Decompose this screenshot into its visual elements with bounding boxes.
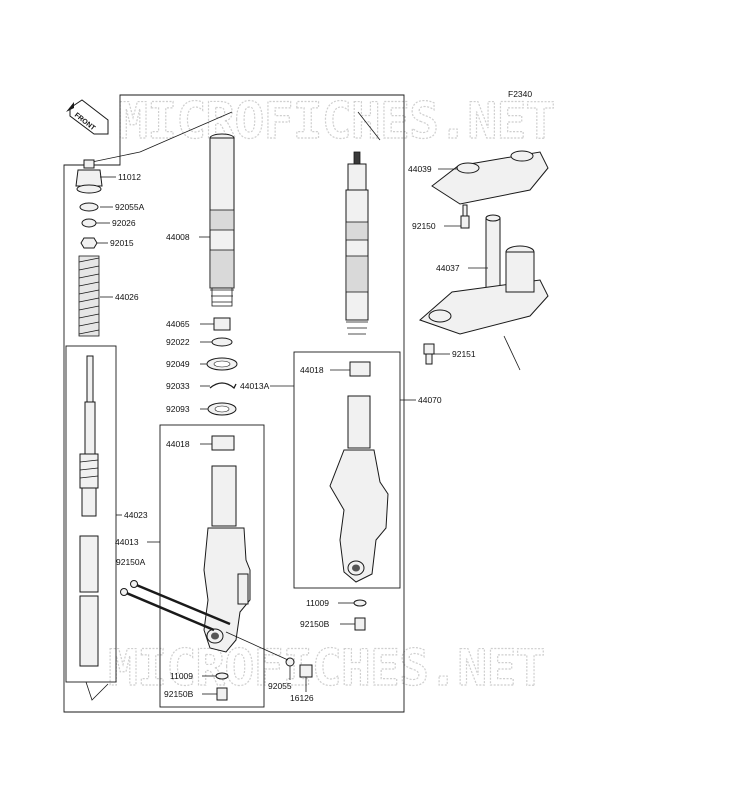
- washer-11009-right: [353, 599, 367, 607]
- damper-rod: [79, 355, 99, 667]
- part-label-92055[interactable]: 92055: [268, 681, 292, 691]
- inner-tube-right: [345, 151, 369, 335]
- part-label-92049[interactable]: 92049: [166, 359, 190, 369]
- leader: [85, 681, 109, 701]
- bolt-92150B-left: [216, 687, 228, 701]
- leader: [357, 111, 381, 141]
- watermark-top: MICROFICHES.NET: [118, 92, 555, 150]
- part-label-44013A[interactable]: 44013A: [240, 381, 270, 391]
- bolt-92150B-right: [354, 617, 366, 631]
- inner-tube-44008: [209, 133, 235, 307]
- part-label-92150A[interactable]: 92150A: [116, 557, 146, 567]
- part-label-44039[interactable]: 44039: [408, 164, 432, 174]
- leader: [91, 151, 141, 163]
- part-label-92055A[interactable]: 92055A: [115, 202, 145, 212]
- circlip-92033: [209, 382, 237, 390]
- cartridge-box: [65, 345, 117, 683]
- leader: [225, 631, 289, 661]
- part-label-44018-left[interactable]: 44018: [166, 439, 190, 449]
- washer-92026: [81, 218, 97, 228]
- part-label-92150[interactable]: 92150: [412, 221, 436, 231]
- bushing-44018-right: [349, 361, 371, 377]
- part-label-92022[interactable]: 92022: [166, 337, 190, 347]
- part-label-92093[interactable]: 92093: [166, 404, 190, 414]
- part-label-44026[interactable]: 44026: [115, 292, 139, 302]
- part-label-44037[interactable]: 44037: [436, 263, 460, 273]
- part-label-92150B-right[interactable]: 92150B: [300, 619, 330, 629]
- part-label-44023[interactable]: 44023: [124, 510, 148, 520]
- washer-11009-left: [215, 672, 229, 680]
- slider-box-44013: [159, 424, 265, 708]
- part-label-92026[interactable]: 92026: [112, 218, 136, 228]
- part-label-11012[interactable]: 11012: [118, 172, 141, 182]
- part-label-92015[interactable]: 92015: [110, 238, 134, 248]
- fork-assembly-box-44070: [293, 351, 401, 589]
- outer-slider-right: [329, 395, 389, 583]
- part-label-11009-left[interactable]: 11009: [170, 671, 193, 681]
- outer-slider-44013: [203, 435, 251, 653]
- leader: [503, 335, 521, 371]
- part-label-16126[interactable]: 16126: [290, 693, 314, 703]
- watermark-bottom: MICROFICHES.NET: [108, 639, 545, 697]
- fork-cap-bolt: [75, 159, 103, 194]
- part-label-11009-right[interactable]: 11009: [306, 598, 329, 608]
- bushing-44065: [213, 317, 231, 331]
- part-label-44070[interactable]: 44070: [418, 395, 442, 405]
- bolt-92151: [423, 343, 435, 365]
- bolts-92150A: [120, 580, 231, 632]
- o-ring-92055A: [79, 202, 99, 212]
- drain-plug-16126: [299, 664, 313, 678]
- leader-lines: [96, 168, 488, 695]
- part-label-44008[interactable]: 44008: [166, 232, 190, 242]
- assembly-outline-left: [63, 94, 405, 713]
- part-label-44018-right[interactable]: 44018: [300, 365, 324, 375]
- part-label-92151[interactable]: 92151: [452, 349, 476, 359]
- fork-spring: [78, 255, 100, 337]
- front-arrow-icon: FRONT: [66, 99, 109, 135]
- part-label-44065[interactable]: 44065: [166, 319, 190, 329]
- washer-92022: [211, 337, 233, 347]
- part-label-92150B-left[interactable]: 92150B: [164, 689, 194, 699]
- bolt-92150: [460, 204, 470, 229]
- part-label-44013[interactable]: 44013: [115, 537, 139, 547]
- leader: [139, 111, 233, 153]
- figure-code: F2340: [508, 89, 532, 99]
- part-label-92033[interactable]: 92033: [166, 381, 190, 391]
- steering-stem-44037: [419, 214, 549, 335]
- nut-92015: [80, 237, 98, 249]
- upper-triple-clamp-44039: [431, 150, 549, 205]
